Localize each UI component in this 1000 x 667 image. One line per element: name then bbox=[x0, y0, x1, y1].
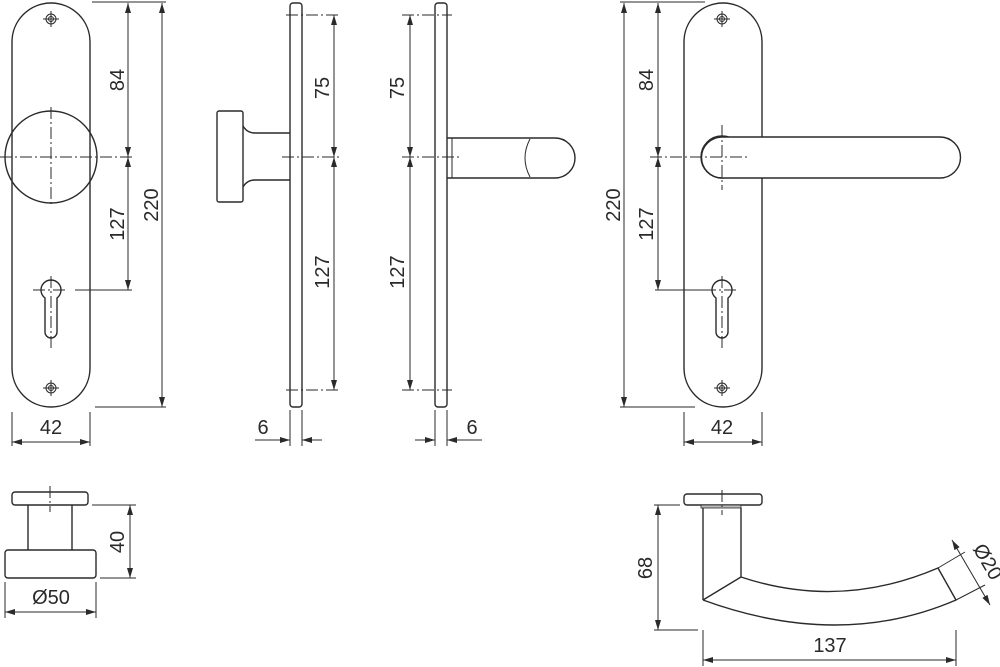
dim-84: 84 bbox=[636, 69, 658, 91]
dim-6: 6 bbox=[466, 417, 477, 439]
dim-diameter-20: Ø20 bbox=[968, 540, 1000, 584]
dim-127: 127 bbox=[312, 255, 334, 288]
screw-icon bbox=[42, 10, 60, 28]
keyhole bbox=[32, 275, 66, 349]
dim-75: 75 bbox=[387, 77, 409, 99]
dim-127: 127 bbox=[636, 207, 658, 240]
dim-220: 220 bbox=[141, 188, 163, 221]
lever-detail: Ø20 68 137 bbox=[635, 490, 1000, 666]
screw-icon bbox=[713, 379, 731, 397]
front-lever-view: 84 127 220 42 bbox=[603, 1, 962, 446]
dim-42: 42 bbox=[40, 417, 62, 439]
dim-127: 127 bbox=[107, 207, 129, 240]
dim-137: 137 bbox=[813, 635, 846, 657]
side-lever-view: 75 127 6 bbox=[387, 2, 576, 446]
front-knob-view: 84 127 220 42 bbox=[0, 1, 166, 446]
dim-75: 75 bbox=[312, 77, 334, 99]
dim-220: 220 bbox=[603, 188, 625, 221]
dim-diameter-50: Ø50 bbox=[32, 587, 70, 609]
screw-icon bbox=[42, 379, 60, 397]
dim-68: 68 bbox=[635, 557, 657, 579]
dim-84: 84 bbox=[107, 69, 129, 91]
knob-detail: 40 Ø50 bbox=[4, 486, 136, 618]
dim-42: 42 bbox=[711, 417, 733, 439]
dim-6: 6 bbox=[257, 417, 268, 439]
backplate bbox=[11, 2, 91, 408]
dim-40: 40 bbox=[107, 531, 129, 553]
side-knob-view: 75 127 6 bbox=[216, 2, 340, 446]
screw-icon bbox=[713, 10, 731, 28]
dim-127: 127 bbox=[387, 255, 409, 288]
